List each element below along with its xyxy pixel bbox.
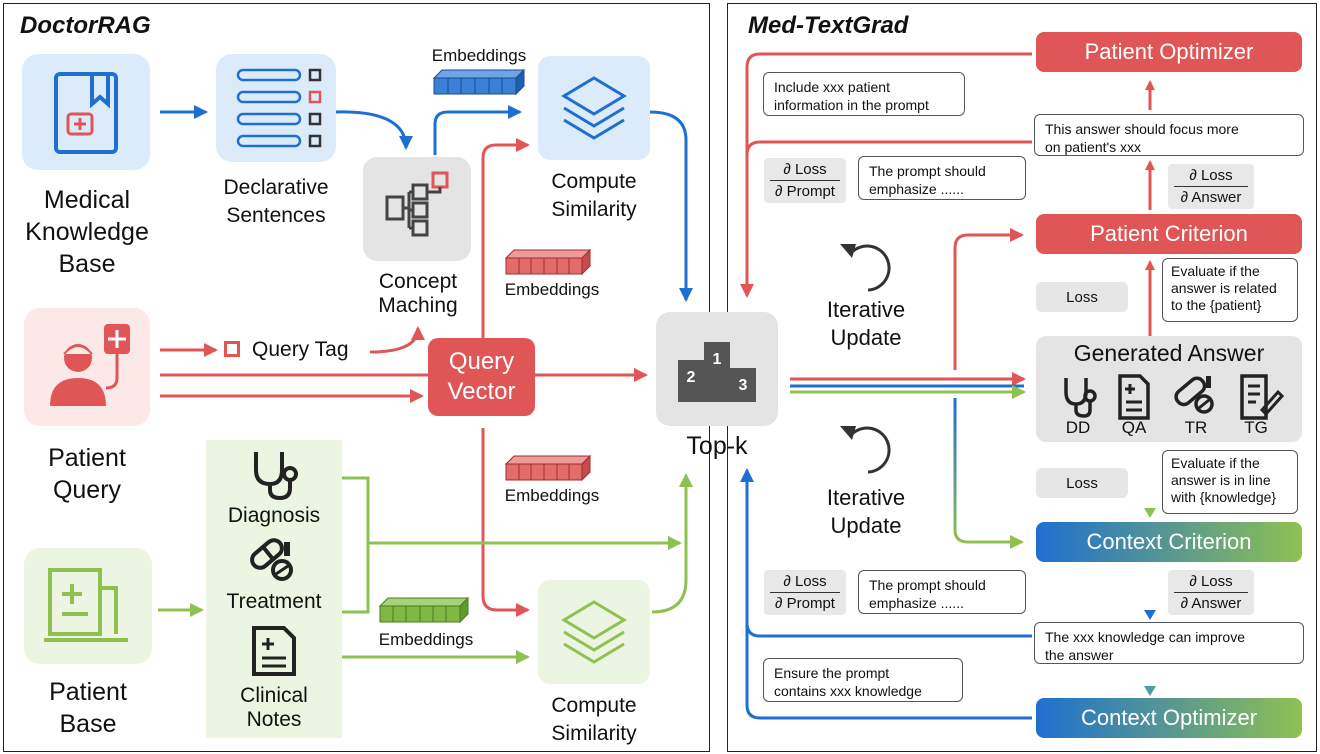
evaluate-knowledge-bubble: Evaluate if the answer is in line with {… xyxy=(1162,450,1298,514)
frac-numerator: ∂ Loss xyxy=(1174,572,1248,593)
embeddings-green-label: Embeddings xyxy=(378,630,474,649)
qa-document-task-icon xyxy=(1118,374,1150,420)
svg-text:2: 2 xyxy=(687,369,696,386)
svg-text:1: 1 xyxy=(713,351,722,368)
declarative-icon-box xyxy=(216,54,336,162)
layers-icon xyxy=(561,76,627,140)
context-optimizer-box: Context Optimizer xyxy=(1036,698,1302,738)
book-icon xyxy=(54,72,118,154)
diagnosis-label: Diagnosis xyxy=(227,504,321,527)
med-textgrad-title: Med-TextGrad xyxy=(748,12,909,39)
patient-base-label: Patient Base xyxy=(49,678,127,738)
task-tr-label: TR xyxy=(1184,418,1208,437)
record-document-icon xyxy=(44,568,128,642)
stethoscope-icon xyxy=(254,452,298,501)
frac-denominator: ∂ Answer xyxy=(1180,189,1242,206)
query-tag-label: Query Tag xyxy=(252,338,349,361)
context-criterion-box: Context Criterion xyxy=(1036,522,1302,562)
include-patient-bubble: Include xxx patient information in the p… xyxy=(763,72,965,116)
concept-icon-box xyxy=(363,157,471,261)
query-vector-box: Query Vector xyxy=(428,338,535,416)
embeddings-mid-label: Embeddings xyxy=(504,280,600,299)
evaluate-patient-bubble: Evaluate if the answer is related to the… xyxy=(1162,258,1298,322)
podium-icon: 2 1 3 xyxy=(678,342,756,402)
concept-label: Concept Maching xyxy=(378,270,458,317)
frac-numerator: ∂ Loss xyxy=(1174,166,1248,187)
emphasize-bubble-2: The prompt should emphasize ...... xyxy=(858,570,1026,614)
compute-similarity-bottom-label: Compute Similarity xyxy=(551,694,637,745)
compute-similarity-bottom-box xyxy=(538,580,650,684)
topk-icon-box: 2 1 3 xyxy=(656,312,778,426)
frac-denominator: ∂ Prompt xyxy=(775,595,835,612)
knowledge-base-icon-box xyxy=(22,54,150,170)
declarative-label: Declarative Sentences xyxy=(223,176,329,227)
clinical-notes-icon xyxy=(252,626,296,676)
patient-optimizer-box: Patient Optimizer xyxy=(1036,32,1302,72)
knowledge-base-label: Medical Knowledge Base xyxy=(25,186,149,278)
task-dd-label: DD xyxy=(1065,418,1091,437)
compute-similarity-top-label: Compute Similarity xyxy=(551,170,637,221)
topk-label: Top-k xyxy=(686,432,748,460)
iterative-update-label-1: Iterative Update xyxy=(826,297,906,350)
knowledge-improve-bubble: The xxx knowledge can improve the answer xyxy=(1034,622,1304,664)
generated-answer-box: Generated Answer DD QA TR TG xyxy=(1036,336,1302,442)
dloss-dprompt-frac-1: ∂ Loss ∂ Prompt xyxy=(764,158,846,203)
embeddings-top-label: Embeddings xyxy=(431,46,527,65)
list-checkbox-icon xyxy=(236,68,322,148)
pill-task-icon xyxy=(1174,376,1214,414)
dloss-danswer-frac-2: ∂ Loss ∂ Answer xyxy=(1168,570,1254,615)
clinical-notes-label: Clinical Notes xyxy=(240,684,308,731)
svg-text:3: 3 xyxy=(739,377,748,394)
loss-box-2: Loss xyxy=(1036,468,1128,498)
dloss-danswer-frac-1: ∂ Loss ∂ Answer xyxy=(1168,164,1254,209)
patient-iv-icon xyxy=(50,324,130,406)
loss-box-1: Loss xyxy=(1036,282,1128,312)
task-icons xyxy=(1064,374,1285,420)
dloss-dprompt-frac-2: ∂ Loss ∂ Prompt xyxy=(764,570,846,615)
iterative-update-label-2: Iterative Update xyxy=(826,485,906,538)
layers-green-icon xyxy=(561,600,627,664)
stethoscope-task-icon xyxy=(1064,378,1097,418)
embeddings-low-label: Embeddings xyxy=(504,486,600,505)
frac-numerator: ∂ Loss xyxy=(770,160,840,181)
pills-icon xyxy=(250,538,293,581)
frac-denominator: ∂ Prompt xyxy=(775,183,835,200)
patient-base-icon-box xyxy=(24,548,152,664)
patient-criterion-box: Patient Criterion xyxy=(1036,214,1302,254)
task-tg-label: TG xyxy=(1244,418,1268,437)
query-tag-square-icon xyxy=(224,341,240,357)
emphasize-bubble-1: The prompt should emphasize ...... xyxy=(858,156,1026,200)
patient-records-box: Diagnosis Treatment Clinical Notes xyxy=(206,440,342,738)
text-generation-task-icon xyxy=(1240,374,1285,420)
frac-numerator: ∂ Loss xyxy=(770,572,840,593)
patient-query-icon-box xyxy=(24,308,150,426)
focus-patient-bubble: This answer should focus more on patient… xyxy=(1034,114,1304,156)
task-qa-label: QA xyxy=(1121,418,1147,437)
frac-denominator: ∂ Answer xyxy=(1180,595,1242,612)
generated-answer-title: Generated Answer xyxy=(1073,340,1265,366)
hierarchy-icon xyxy=(385,171,449,237)
ensure-knowledge-bubble: Ensure the prompt contains xxx knowledge xyxy=(763,658,963,702)
doctorrag-title: DoctorRAG xyxy=(20,12,151,39)
treatment-label: Treatment xyxy=(226,590,322,613)
patient-query-label: Patient Query xyxy=(48,444,126,504)
compute-similarity-top-box xyxy=(538,56,650,160)
